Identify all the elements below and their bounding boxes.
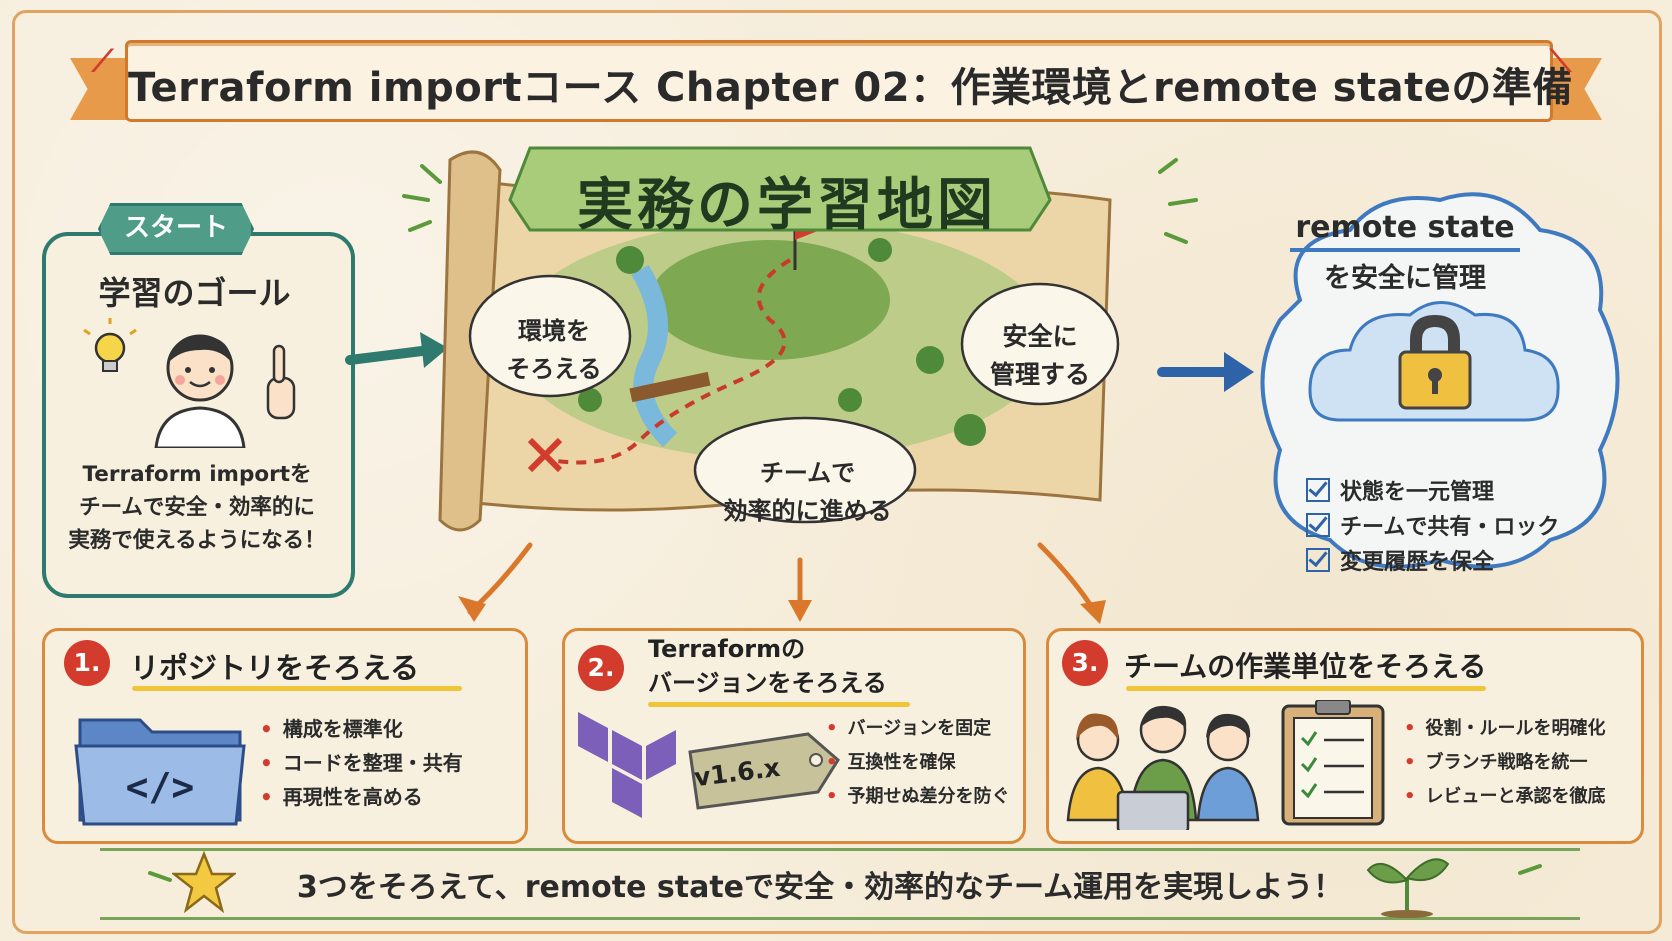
footer-band — [100, 848, 1580, 920]
svg-text:</>: </> — [126, 765, 195, 809]
checkbox-icon — [1306, 513, 1330, 537]
title-line: バージョンをそろえる — [648, 669, 887, 697]
accent-marks — [148, 158, 1542, 882]
step-number: 1. — [64, 640, 110, 686]
bullet-item: 役割・ルールを明確化 — [1404, 712, 1606, 746]
goal-line: Terraform importを — [82, 462, 312, 487]
check-label: チームで共有・ロック — [1340, 515, 1560, 540]
check-label: 状態を一元管理 — [1340, 480, 1495, 505]
lightbulb-icon — [83, 318, 137, 372]
checkbox-icon — [1306, 548, 1330, 572]
cloud-line: 管理する — [989, 360, 1090, 389]
page-title: Terraform importコース Chapter 02：作業環境とremo… — [128, 65, 1573, 111]
learning-map — [438, 146, 1120, 532]
bullet-item: ブランチ戦略を統一 — [1404, 746, 1606, 780]
check-item: チームで共有・ロック — [1306, 509, 1566, 541]
pointing-hand-icon — [266, 344, 296, 420]
title-line: Terraformの — [648, 635, 806, 663]
card-title: Terraformの バージョンをそろえる — [648, 632, 887, 700]
bullet-item: 予期せぬ差分を防ぐ — [826, 780, 1010, 814]
cloud-safe: 安全に 管理する — [980, 318, 1100, 394]
checkbox-icon — [1306, 478, 1330, 502]
remote-state-subtitle: を安全に管理 — [1324, 263, 1486, 294]
start-tag: スタート — [98, 203, 254, 255]
sprout-icon — [1366, 858, 1450, 918]
remote-state-title: remote state — [1295, 210, 1515, 245]
remote-state-cloud — [1260, 192, 1620, 569]
title-banner: Terraform importコース Chapter 02：作業環境とremo… — [70, 32, 1602, 130]
cloud-env: 環境を そろえる — [492, 312, 616, 388]
learner-illustration — [83, 318, 296, 448]
bullet-item: レビューと承認を徹底 — [1404, 780, 1606, 814]
cloud-line: 安全に — [1002, 322, 1078, 351]
team-illustration — [1066, 700, 1385, 830]
check-label: 変更履歴を保全 — [1340, 550, 1495, 575]
speech-clouds — [468, 274, 1120, 524]
map-title: 実務の学習地図 — [577, 173, 997, 238]
bullet-item: バージョンを固定 — [826, 712, 1010, 746]
spark-icon: ⟍ — [1550, 44, 1571, 79]
cloud-line: 効率的に進める — [723, 497, 892, 525]
x-mark-icon — [527, 437, 563, 473]
title-underline — [1290, 248, 1520, 252]
cloud-line: 環境を — [518, 317, 590, 345]
goal-line: 実務で使えるようになる！ — [68, 528, 326, 553]
goal-title: 学習のゴール — [98, 274, 291, 312]
arrowhead-icon — [458, 596, 1106, 624]
card-bullets: 役割・ルールを明確化 ブランチ戦略を統一 レビューと承認を徹底 — [1404, 712, 1606, 814]
clipboard-icon — [1281, 700, 1385, 826]
page-border — [12, 10, 1662, 934]
card-title: チームの作業単位をそろえる — [1124, 650, 1487, 683]
title-underline — [648, 702, 910, 707]
card-bullets: 構成を標準化 コードを整理・共有 再現性を高める — [260, 712, 463, 814]
step-number: 2. — [578, 645, 624, 691]
footer-message: 3つをそろえて、remote stateで安全・効率的なチーム運用を実現しよう！ — [296, 870, 1344, 905]
arrow-icon — [1157, 352, 1254, 392]
bullet-item: 再現性を高める — [260, 780, 463, 814]
check-item: 状態を一元管理 — [1306, 474, 1566, 506]
bullet-item: 互換性を確保 — [826, 746, 1010, 780]
cloud-line: チームで — [759, 459, 856, 487]
card-title: リポジトリをそろえる — [130, 651, 420, 685]
goal-line: チームで安全・効率的に — [79, 495, 315, 520]
spark-icon: ⟋ — [92, 44, 113, 79]
title-underline — [1126, 686, 1486, 691]
bullet-item: 構成を標準化 — [260, 712, 463, 746]
terraform-logo-icon — [578, 712, 676, 818]
card-bullets: バージョンを固定 互換性を確保 予期せぬ差分を防ぐ — [826, 712, 1010, 814]
cloud-team: チームで 効率的に進める — [720, 454, 895, 530]
lock-icon — [1398, 315, 1472, 410]
banner-ribbon: Terraform importコース Chapter 02：作業環境とremo… — [125, 40, 1573, 122]
folder-code-icon: </> — [74, 718, 246, 826]
step-number: 3. — [1062, 640, 1108, 686]
goal-description: Terraform importを チームで安全・効率的に 実務で使えるようにな… — [52, 458, 342, 557]
check-item: 変更履歴を保全 — [1306, 544, 1566, 576]
person-icon — [154, 334, 246, 448]
star-icon — [172, 850, 236, 914]
team-people-icon — [1066, 705, 1260, 830]
arrow-icon — [345, 332, 448, 368]
cloud-line: そろえる — [506, 355, 602, 383]
title-underline — [132, 686, 462, 691]
trees-icon — [578, 238, 986, 446]
bullet-item: コードを整理・共有 — [260, 746, 463, 780]
